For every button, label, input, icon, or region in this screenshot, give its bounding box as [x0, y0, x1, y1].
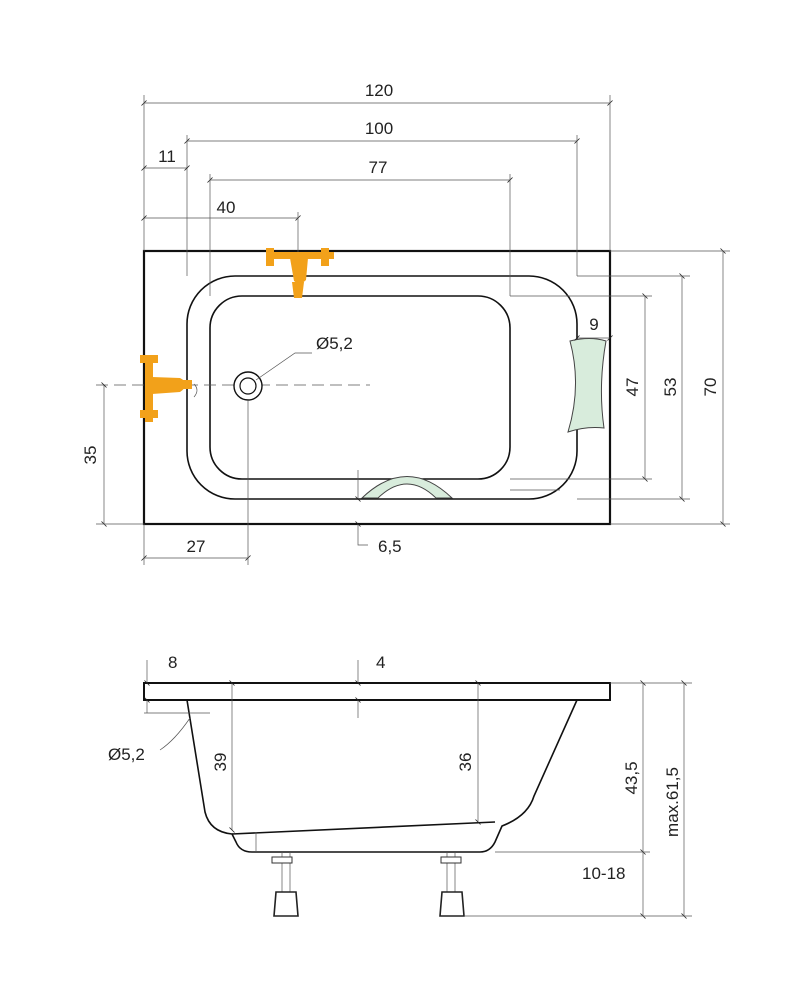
dim-overall-length: 120 [365, 81, 393, 100]
dim-inner-length: 100 [365, 119, 393, 138]
dim-left-margin: 11 [158, 147, 176, 166]
dim-rim-offset: 8 [168, 653, 177, 672]
tub-rim-outline [142, 249, 612, 526]
dim-max-height: max.61,5 [663, 767, 682, 837]
faucet-icon [266, 248, 334, 298]
side-rim [143, 682, 611, 701]
drain-icon [233, 371, 263, 401]
dim-height: 43,5 [622, 761, 641, 794]
dim-rim-thickness: 4 [376, 653, 385, 672]
dim-bottom-length: 77 [369, 158, 388, 177]
dim-bottom-width: 47 [623, 378, 642, 397]
dim-drain-diameter: Ø5,2 [316, 334, 353, 353]
leg-icon [271, 852, 299, 917]
armrest-icon [360, 476, 454, 499]
dim-drain-offset: 27 [187, 537, 206, 556]
dim-faucet-offset: 40 [217, 198, 236, 217]
dim-depth-left: 39 [211, 753, 230, 772]
leg-icon-right [439, 852, 465, 917]
dim-headrest-width: 9 [589, 315, 598, 334]
dim-depth-right: 36 [456, 753, 475, 772]
tub-bottom-outline [209, 295, 511, 480]
faucet-icon-left [140, 355, 192, 422]
dim-legs-range: 10-18 [582, 864, 625, 883]
dim-overflow-diameter: Ø5,2 [108, 745, 145, 764]
side-body-outline [186, 699, 578, 853]
top-view: 120 100 11 77 40 Ø5,2 9 47 53 70 35 27 6… [81, 81, 730, 565]
side-view: 8 4 Ø5,2 39 36 43,5 max.61,5 10-18 [108, 653, 692, 919]
dim-overall-width: 70 [701, 378, 720, 397]
dim-drain-height: 35 [81, 446, 100, 465]
dim-bottom-to-inner: 6,5 [378, 537, 402, 556]
dim-inner-width: 53 [661, 378, 680, 397]
